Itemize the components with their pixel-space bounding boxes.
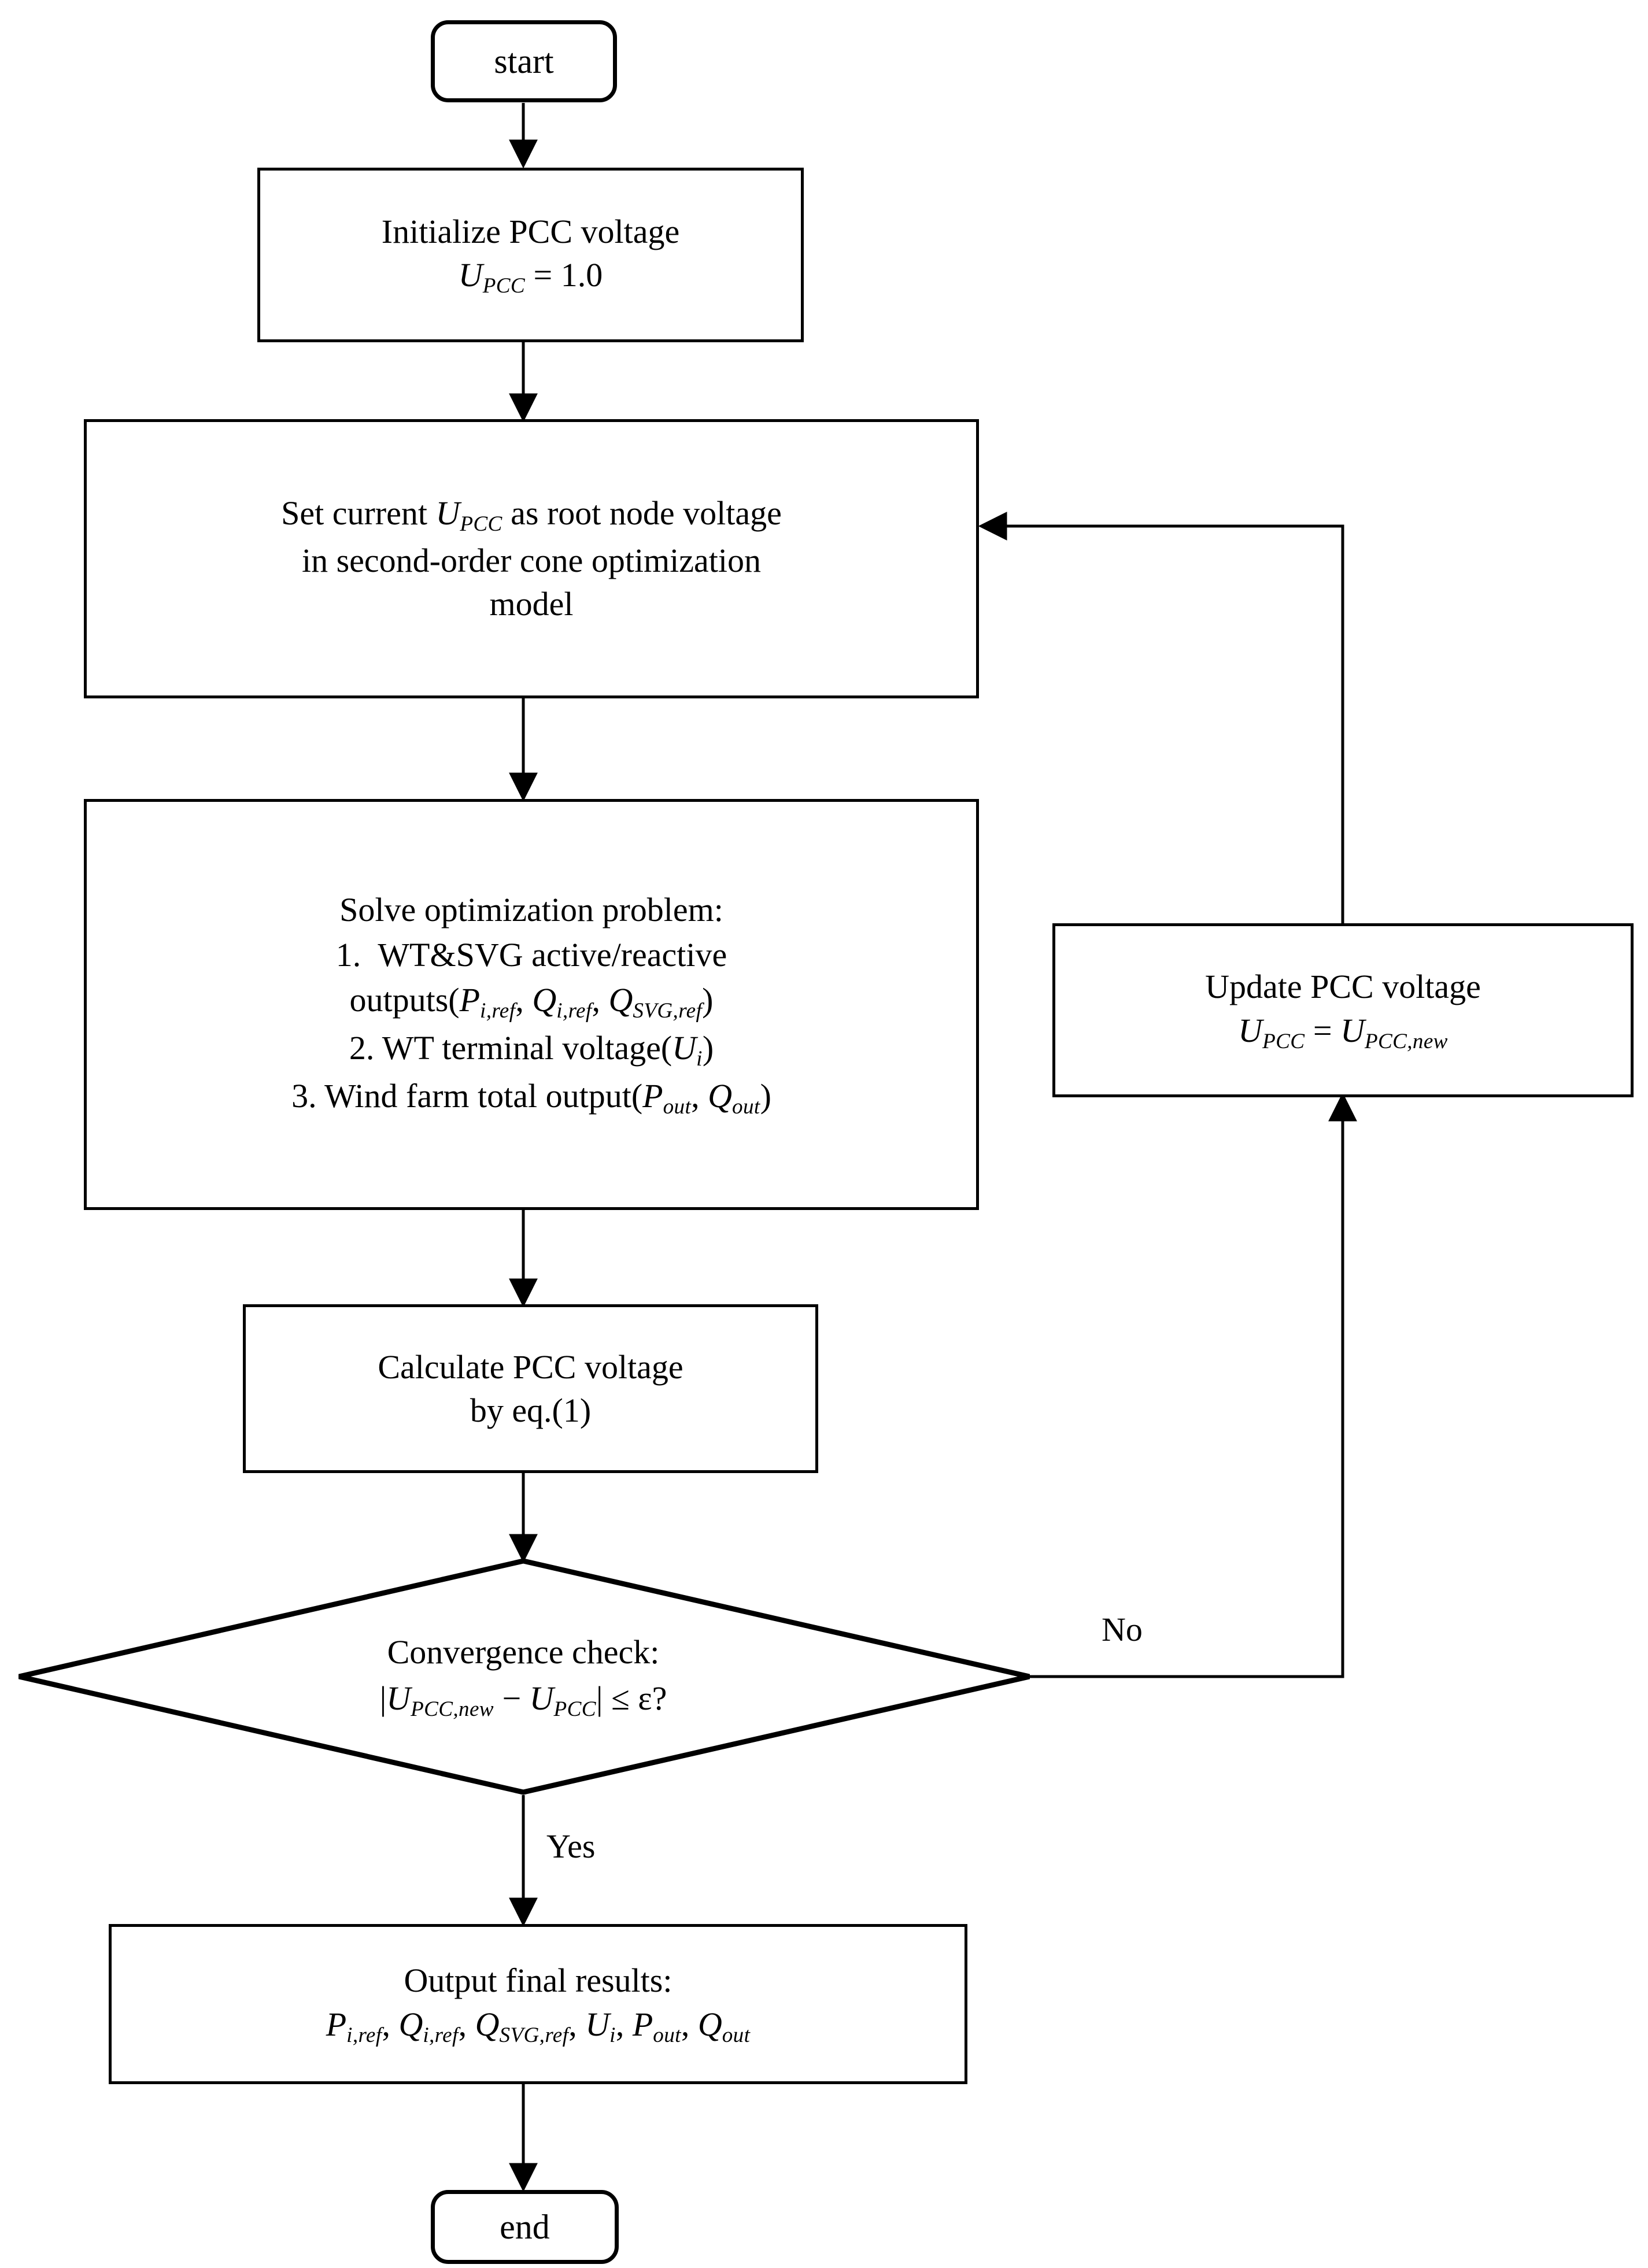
decision-abs-close-epsilon: | ≤ ε? xyxy=(596,1679,667,1717)
update-sub-pcc-new: PCC,new xyxy=(1364,1029,1448,1053)
output-var-q-iref: Q xyxy=(398,2005,423,2043)
decision-minus: − xyxy=(493,1679,530,1717)
solve-item-1-outputs-close: ) xyxy=(702,981,714,1019)
solve-sub-i: i xyxy=(696,1046,703,1071)
solve-sub-iref-1: i,ref xyxy=(480,999,516,1023)
solve-item-1: 1. WT&SVG active/reactive xyxy=(336,933,727,978)
node-update-pcc-voltage: Update PCC voltage UPCC = UPCC,new xyxy=(1052,923,1634,1097)
setroot-line-1: Set current UPCC as root node voltage xyxy=(281,491,782,538)
update-line-1: Update PCC voltage xyxy=(1205,968,1481,1006)
output-var-q-svgref: Q xyxy=(475,2005,500,2043)
update-var-u-1: U xyxy=(1238,1011,1263,1049)
setroot-var-u: U xyxy=(435,494,460,532)
edge-label-no: No xyxy=(1102,1611,1143,1648)
setroot-line-3: model xyxy=(489,585,574,623)
solve-sep-3: , xyxy=(691,1076,708,1115)
edge-update-to-setroot xyxy=(978,512,1344,923)
solve-item-1-text: WT&SVG active/reactive xyxy=(378,936,727,974)
output-sep-1: , xyxy=(382,2005,399,2043)
decision-var-u-old: U xyxy=(529,1679,554,1717)
solve-sep-2: , xyxy=(592,981,609,1019)
setroot-line1-pre: Set current xyxy=(281,494,436,532)
node-end: end xyxy=(431,2190,619,2264)
output-var-q-out: Q xyxy=(697,2005,722,2043)
output-var-p-out: P xyxy=(632,2005,653,2043)
update-equals: = xyxy=(1305,1011,1341,1049)
decision-line-1: Convergence check: xyxy=(387,1633,660,1671)
update-var-u-2: U xyxy=(1340,1011,1365,1049)
calculate-line-1: Calculate PCC voltage xyxy=(378,1348,683,1386)
solve-var-q-out: Q xyxy=(708,1076,733,1115)
setroot-line1-post: as root node voltage xyxy=(502,494,782,532)
solve-item-1-number: 1. xyxy=(335,936,361,974)
initialize-sub-pcc: PCC xyxy=(482,274,525,298)
calculate-line-2: by eq.(1) xyxy=(470,1392,592,1429)
output-line-2: Pi,ref, Qi,ref, QSVG,ref, Ui, Pout, Qout xyxy=(326,2003,751,2049)
output-sep-3: , xyxy=(568,2005,586,2043)
solve-sub-out-2: out xyxy=(732,1094,760,1119)
solve-item-3-close: ) xyxy=(760,1076,771,1115)
solve-item-3: 3. Wind farm total output(Pout, Qout) xyxy=(291,1074,771,1122)
initialize-line-2: UPCC = 1.0 xyxy=(459,253,603,300)
update-line-2: UPCC = UPCC,new xyxy=(1238,1009,1448,1056)
solve-item-1-continued: outputs(Pi,ref, Qi,ref, QSVG,ref) xyxy=(349,978,713,1026)
node-set-root-node-voltage: Set current UPCC as root node voltage in… xyxy=(84,419,979,698)
output-sub-svgref: SVG,ref xyxy=(499,2023,569,2047)
solve-item-2: 2. WT terminal voltage(Ui) xyxy=(349,1026,714,1074)
decision-line-2: |UPCC,new − UPCC| ≤ ε? xyxy=(380,1675,667,1724)
output-var-u-i: U xyxy=(585,2005,610,2043)
output-sep-4: , xyxy=(615,2005,633,2043)
output-sub-iref-1: i,ref xyxy=(346,2023,382,2047)
node-start-label: start xyxy=(494,42,554,80)
decision-abs-open: | xyxy=(379,1679,387,1717)
output-sub-out-1: out xyxy=(653,2023,681,2047)
solve-sub-svgref: SVG,ref xyxy=(633,999,703,1023)
initialize-var-u: U xyxy=(458,256,483,294)
edge-label-yes: Yes xyxy=(546,1827,596,1865)
output-sep-5: , xyxy=(681,2005,698,2043)
solve-item-2-close: ) xyxy=(702,1028,714,1067)
solve-item-3-text: 3. Wind farm total output( xyxy=(291,1076,643,1115)
node-solve-optimization-problem: Solve optimization problem: 1. WT&SVG ac… xyxy=(84,799,979,1210)
solve-sub-iref-2: i,ref xyxy=(556,999,592,1023)
node-initialize-pcc-voltage: Initialize PCC voltage UPCC = 1.0 xyxy=(257,168,804,342)
decision-sub-pcc-new: PCC,new xyxy=(411,1697,494,1721)
solve-var-p-iref: P xyxy=(459,981,481,1019)
output-sub-i: i xyxy=(609,2023,616,2047)
node-convergence-check: Convergence check: |UPCC,new − UPCC| ≤ ε… xyxy=(124,1601,922,1752)
output-sep-2: , xyxy=(458,2005,475,2043)
node-end-label: end xyxy=(500,2208,550,2246)
solve-var-p-out: P xyxy=(642,1076,663,1115)
node-start: start xyxy=(431,20,617,102)
output-var-p-iref: P xyxy=(326,2005,347,2043)
decision-var-u-new: U xyxy=(386,1679,411,1717)
output-sub-iref-2: i,ref xyxy=(423,2023,459,2047)
node-calculate-pcc-voltage: Calculate PCC voltage by eq.(1) xyxy=(243,1304,818,1473)
solve-item-1-outputs-open: outputs( xyxy=(349,981,460,1019)
output-line-1: Output final results: xyxy=(404,1962,672,2000)
setroot-sub-pcc: PCC xyxy=(460,512,502,537)
decision-sub-pcc: PCC xyxy=(553,1697,596,1721)
solve-item-2-text: 2. WT terminal voltage( xyxy=(349,1028,672,1067)
initialize-line-1: Initialize PCC voltage xyxy=(381,212,680,250)
solve-sep-1: , xyxy=(515,981,533,1019)
update-sub-pcc: PCC xyxy=(1262,1029,1305,1053)
edge-decision-no-to-update xyxy=(1029,1092,1357,1678)
solve-sub-out-1: out xyxy=(663,1094,692,1119)
solve-var-u-i: U xyxy=(672,1028,697,1067)
output-sub-out-2: out xyxy=(722,2023,751,2047)
solve-header: Solve optimization problem: xyxy=(339,891,723,929)
node-output-final-results: Output final results: Pi,ref, Qi,ref, QS… xyxy=(109,1924,967,2084)
setroot-line-2: in second-order cone optimization xyxy=(301,541,762,579)
decision-diamond-shape xyxy=(18,1558,1030,1795)
initialize-value: = 1.0 xyxy=(524,256,603,294)
solve-var-q-svgref: Q xyxy=(608,981,633,1019)
solve-var-q-iref: Q xyxy=(532,981,557,1019)
